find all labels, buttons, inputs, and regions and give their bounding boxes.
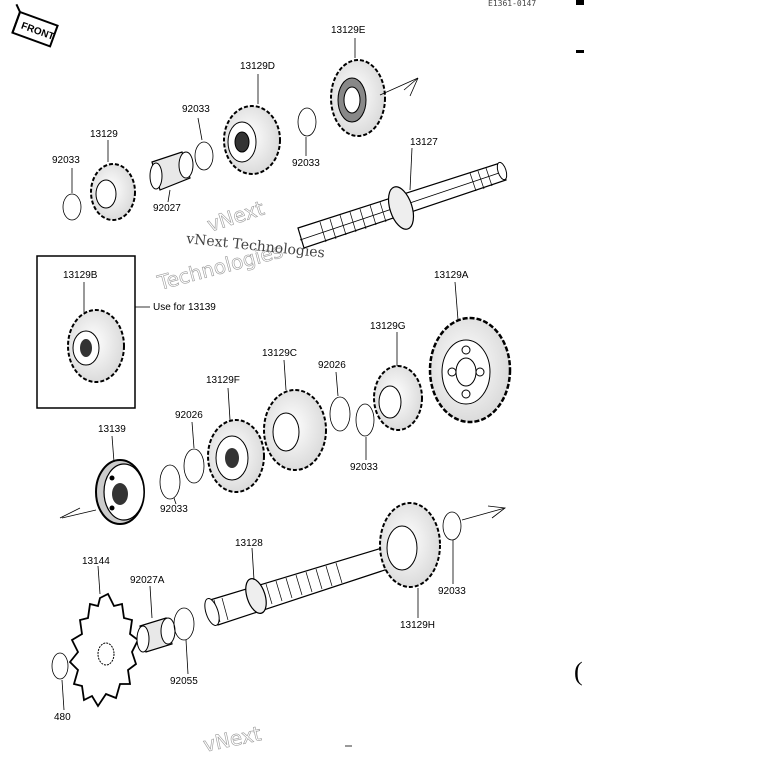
watermark-text: vNext bbox=[204, 196, 267, 237]
margin-mark bbox=[576, 50, 584, 53]
output-shaft-13127 bbox=[297, 161, 508, 249]
drawing-code: E1361-0147 bbox=[488, 0, 536, 8]
part-label: 92026 bbox=[175, 410, 203, 421]
front-direction-icon: FRONT bbox=[11, 3, 59, 48]
washer-92026 bbox=[183, 448, 205, 484]
gear-13129g bbox=[373, 365, 423, 431]
circlip-92033 bbox=[62, 193, 82, 221]
part-label: 13129F bbox=[206, 375, 240, 386]
sprocket-13144 bbox=[68, 592, 140, 708]
part-label: 13129G bbox=[370, 321, 406, 332]
watermark-text: vNext bbox=[201, 721, 263, 757]
gear-13129h bbox=[379, 502, 441, 588]
optional-part-box bbox=[36, 255, 136, 409]
part-label: 13129A bbox=[434, 270, 469, 281]
part-label: 92033 bbox=[438, 586, 466, 597]
washer-92026 bbox=[329, 396, 351, 432]
gear-13129e bbox=[330, 59, 386, 137]
bushing-92027 bbox=[149, 151, 194, 191]
circlip-92033 bbox=[194, 141, 214, 171]
part-label: 92027A bbox=[130, 575, 165, 586]
circlip-92033 bbox=[159, 464, 181, 500]
part-label: 92033 bbox=[182, 104, 210, 115]
part-label: 92033 bbox=[52, 155, 80, 166]
part-label: 13144 bbox=[82, 556, 110, 567]
part-label: 92027 bbox=[153, 203, 181, 214]
use-for-note: Use for 13139 bbox=[153, 302, 216, 313]
part-label: 92055 bbox=[170, 676, 198, 687]
part-label: 13129E bbox=[331, 25, 366, 36]
margin-mark bbox=[576, 0, 584, 5]
gear-13129f bbox=[207, 419, 265, 493]
circlip-480 bbox=[51, 652, 69, 680]
part-label: 92026 bbox=[318, 360, 346, 371]
gear-13129 bbox=[90, 163, 136, 221]
part-label: 92033 bbox=[292, 158, 320, 169]
part-label: 13139 bbox=[98, 424, 126, 435]
part-label: 13129B bbox=[63, 270, 98, 281]
gear-13129c bbox=[263, 389, 327, 471]
circlip-92033 bbox=[355, 403, 375, 437]
oring-92055 bbox=[173, 607, 195, 641]
margin-bracket: ( bbox=[574, 657, 583, 686]
gear-13129b bbox=[67, 309, 125, 383]
circlip-92033 bbox=[297, 107, 317, 137]
circlip-92033 bbox=[442, 511, 462, 541]
part-label: 13128 bbox=[235, 538, 263, 549]
hub-13139 bbox=[95, 459, 145, 525]
part-label: 13129 bbox=[90, 129, 118, 140]
input-shaft-13128 bbox=[204, 544, 401, 626]
part-label: 92033 bbox=[350, 462, 378, 473]
part-label: 480 bbox=[54, 712, 71, 723]
part-label: 13129D bbox=[240, 61, 275, 72]
gear-13129d bbox=[223, 105, 281, 175]
collar-92027a bbox=[136, 617, 176, 653]
part-label: 13129H bbox=[400, 620, 435, 631]
part-label: 13127 bbox=[410, 137, 438, 148]
gear-13129a bbox=[428, 316, 512, 424]
part-label: 92033 bbox=[160, 504, 188, 515]
part-label: 13129C bbox=[262, 348, 297, 359]
